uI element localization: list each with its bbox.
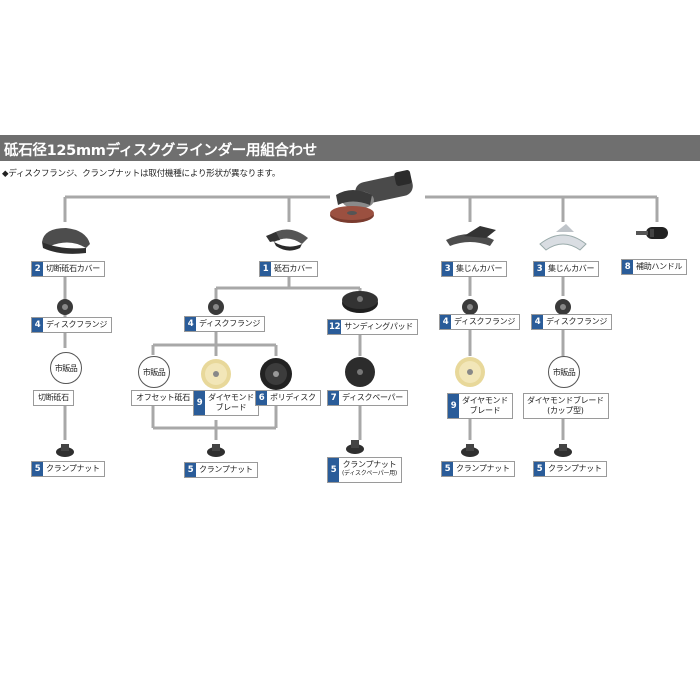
disc-grinder-icon	[330, 170, 413, 223]
clamp-nut-icon	[461, 444, 479, 457]
label-diamond-blade-cup: ダイヤモンドブレード(カップ型)	[523, 393, 609, 419]
label-side-handle: 8 補助ハンドル	[621, 259, 688, 275]
label-disc-flange: 4 ディスクフランジ	[184, 316, 266, 332]
disc-flange-icon	[57, 299, 73, 315]
clamp-nut-icon	[207, 444, 225, 457]
note-text: ◆ディスクフランジ、クランプナットは取付機種により形状が異なります。	[2, 169, 281, 179]
disc-flange-icon	[555, 299, 571, 315]
title-bar	[0, 135, 700, 161]
label-disc-flange: 4 ディスクフランジ	[531, 314, 613, 330]
side-handle-icon	[636, 227, 668, 239]
label-diamond-blade: 9 ダイヤモンドブレード	[193, 390, 259, 416]
disc-paper-icon	[345, 357, 375, 387]
commercial-item-badge: 市販品	[548, 356, 580, 388]
disc-flange-icon	[208, 299, 224, 315]
commercial-item-badge: 市販品	[138, 356, 170, 388]
commercial-item-badge: 市販品	[50, 352, 82, 384]
label-cutting-wheel: 切断砥石	[33, 390, 74, 406]
diamond-blade-icon	[201, 359, 231, 389]
page-title: 砥石径125mmディスクグラインダー用組合わせ	[4, 143, 317, 159]
label-disc-flange: 4 ディスクフランジ	[439, 314, 521, 330]
label-cutting-wheel-cover: 2 切断砥石カバー	[31, 261, 105, 277]
label-clamp-nut: 5 クランプナット	[533, 461, 607, 477]
clamp-nut-icon	[56, 444, 74, 457]
poly-disc-icon	[260, 358, 292, 390]
dust-cover-clear-icon	[539, 224, 587, 251]
diamond-blade-icon	[455, 357, 485, 387]
label-disc-paper: 7 ディスクペーパー	[327, 390, 408, 406]
label-disc-flange: 4 ディスクフランジ	[31, 317, 113, 333]
label-dust-cover: 3 集じんカバー	[441, 261, 508, 277]
label-offset-wheel: オフセット砥石	[131, 390, 195, 406]
label-wheel-cover: 1 砥石カバー	[259, 261, 318, 277]
label-clamp-nut: 5 クランプナット	[184, 462, 258, 478]
wheel-cover-icon	[266, 229, 308, 251]
label-clamp-nut: 5 クランプナット	[441, 461, 515, 477]
label-clamp-nut-paper: 5 クランプナット(ディスクペーパー用)	[327, 457, 402, 483]
label-dust-cover: 3 集じんカバー	[533, 261, 600, 277]
clamp-nut-icon	[554, 444, 572, 457]
label-diamond-blade: 9 ダイヤモンドブレード	[447, 393, 513, 419]
label-poly-disc: 6 ポリディスク	[255, 390, 321, 406]
label-sanding-pad: 12 サンディングパッド	[327, 319, 418, 335]
cutting-wheel-cover-icon	[42, 228, 90, 254]
dust-cover-icon	[446, 226, 496, 246]
label-clamp-nut: 5 クランプナット	[31, 461, 105, 477]
disc-flange-icon	[462, 299, 478, 315]
clamp-nut-paper-icon	[346, 440, 364, 454]
sanding-pad-icon	[342, 291, 378, 313]
